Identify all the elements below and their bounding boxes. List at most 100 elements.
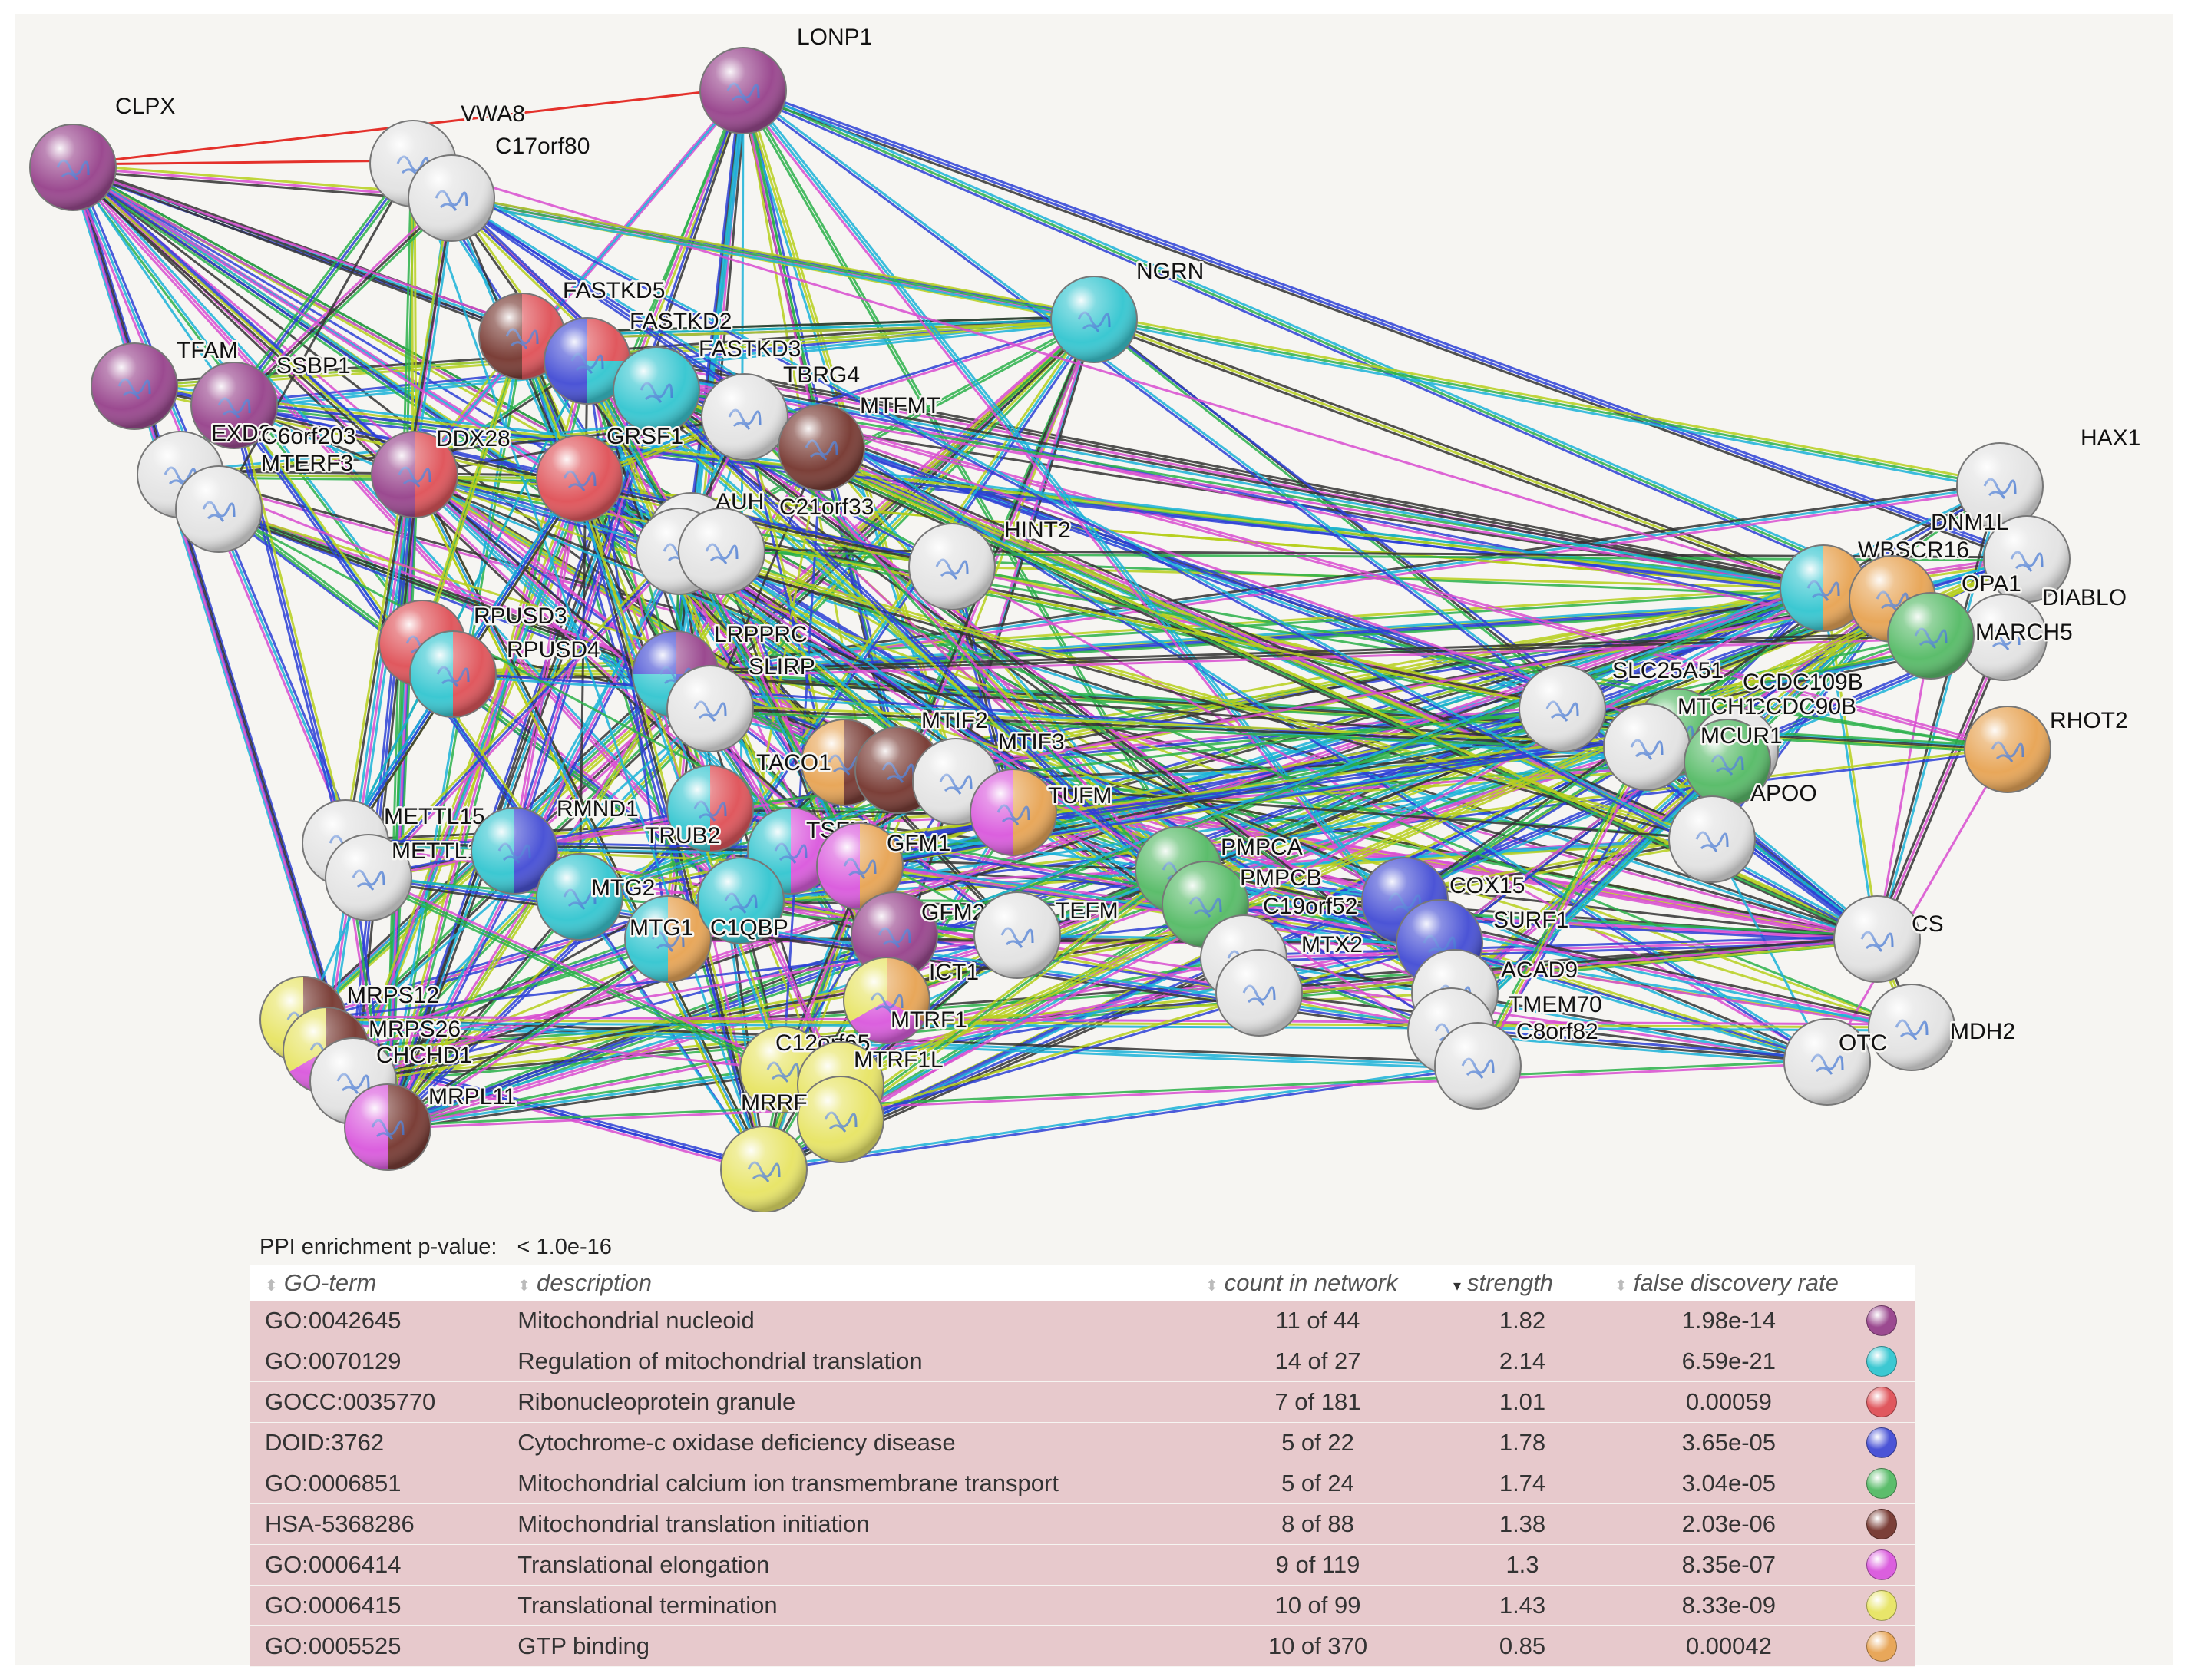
interaction-edge — [653, 391, 1454, 997]
interaction-edge — [1450, 1033, 1827, 1067]
protein-node-tefm[interactable]: TEFM — [973, 891, 1120, 979]
description-cell: Ribonucleoprotein granule — [502, 1381, 1190, 1423]
protein-label: MTG2 — [591, 875, 655, 901]
interaction-edge — [676, 599, 1893, 677]
interaction-edge — [575, 478, 762, 1171]
column-header-strength[interactable]: ▾strength — [1437, 1265, 1600, 1301]
fdr-cell: 8.33e-09 — [1599, 1585, 1851, 1626]
protein-node-mtrf1l[interactable]: MTRF1L — [797, 1046, 945, 1163]
protein-node-slirp[interactable]: SLIRP — [666, 653, 817, 752]
protein-node-dnm1l[interactable]: DNM1L — [1929, 508, 2071, 603]
interaction-edge — [385, 474, 415, 1127]
protein-node-ngrn[interactable]: NGRN — [1050, 257, 1206, 363]
protein-label: FASTKD5 — [563, 278, 665, 303]
protein-node-mtch1[interactable]: MTCH1 — [1603, 693, 1759, 791]
protein-node-rhot2[interactable]: RHOT2 — [1964, 706, 2130, 793]
protein-node-lonp1[interactable]: LONP1 — [699, 23, 874, 134]
protein-node-fastkd3[interactable]: FASTKD3 — [613, 335, 803, 434]
protein-node-cs[interactable]: CS — [1833, 895, 1945, 983]
protein-node-mtg2[interactable]: MTG2 — [536, 853, 657, 941]
protein-node-march5[interactable]: MARCH5 — [1887, 592, 2074, 680]
protein-node-gfm2[interactable]: GFM2 — [851, 891, 987, 979]
column-header-go-term[interactable]: ⬍GO-term — [250, 1265, 503, 1301]
interaction-edge — [709, 707, 1648, 749]
protein-node-mrpl11[interactable]: MRPL11 — [323, 1063, 518, 1192]
sort-icon[interactable]: ⬍ — [265, 1278, 278, 1295]
protein-label: ICT1 — [929, 960, 979, 985]
column-header-fdr[interactable]: ⬍false discovery rate — [1599, 1265, 1851, 1301]
protein-node-mtfmt[interactable]: MTFMT — [778, 392, 942, 491]
interaction-edge — [388, 336, 525, 1128]
sort-desc-icon[interactable]: ▾ — [1453, 1278, 1462, 1295]
column-header-color — [1850, 1265, 1915, 1301]
interaction-edge — [345, 198, 454, 844]
interaction-edge — [233, 197, 453, 407]
protein-node-tufm[interactable]: TUFM — [949, 748, 1114, 877]
color-ball-icon — [1866, 1305, 1897, 1336]
count-cell: 8 of 88 — [1189, 1503, 1438, 1545]
protein-node-mtg1[interactable]: MTG1 — [603, 875, 732, 1004]
protein-node-c21orf33[interactable]: C21orf33 — [678, 493, 876, 595]
protein-label: GRSF1 — [606, 424, 683, 449]
protein-node-mdh2[interactable]: MDH2 — [1868, 984, 2018, 1071]
column-header-count[interactable]: ⬍count in network — [1189, 1265, 1438, 1301]
protein-node-rpusd4[interactable]: RPUSD4 — [388, 610, 602, 739]
protein-node-trub2[interactable]: TRUB2 — [643, 744, 775, 873]
interaction-edge — [385, 805, 709, 1126]
protein-label: TMEM70 — [1509, 992, 1602, 1017]
protein-node-tfam[interactable]: TFAM — [91, 336, 240, 430]
protein-label: DIABLO — [2042, 585, 2127, 610]
interaction-edge — [1872, 635, 2002, 939]
protein-node-apoo[interactable]: APOO — [1668, 779, 1819, 883]
protein-node-mrrf[interactable]: MRRF — [720, 1089, 809, 1212]
sort-icon[interactable]: ⬍ — [1205, 1278, 1218, 1295]
protein-node-clpx[interactable]: CLPX — [29, 92, 177, 211]
protein-node-mettl15[interactable]: METTL15 — [302, 799, 487, 887]
protein-node-hint2[interactable]: HINT2 — [908, 516, 1073, 610]
protein-node-ict1[interactable]: ICT1 — [822, 936, 981, 1065]
protein-label: TACO1 — [756, 750, 831, 776]
protein-label: VWA8 — [461, 101, 525, 127]
protein-node-c17orf80[interactable]: C17orf80 — [408, 132, 592, 242]
interaction-edge — [134, 382, 1893, 597]
protein-node-hax1[interactable]: HAX1 — [1956, 424, 2143, 530]
protein-node-c6orf203[interactable]: C6orf203 — [175, 422, 358, 553]
sort-icon[interactable]: ⬍ — [1615, 1278, 1628, 1295]
protein-node-c1qbp[interactable]: C1QBP — [697, 857, 790, 944]
protein-label: MRRF — [741, 1090, 808, 1116]
protein-label: GFM1 — [887, 831, 950, 856]
protein-node-ddx28[interactable]: DDX28 — [435, 425, 623, 522]
protein-node-c8orf82[interactable]: C8orf82 — [1434, 1017, 1600, 1110]
protein-node-diablo[interactable]: DIABLO — [1960, 584, 2129, 681]
protein-label: C17orf80 — [495, 134, 590, 159]
sort-icon[interactable]: ⬍ — [517, 1278, 531, 1295]
protein-node-slc25a51[interactable]: SLC25A51 — [1519, 656, 1726, 752]
protein-label: GFM2 — [921, 900, 985, 925]
fdr-cell: 0.00042 — [1599, 1625, 1851, 1667]
protein-node-mtx2[interactable]: MTX2 — [1215, 931, 1365, 1037]
fdr-cell: 1.98e-14 — [1599, 1301, 1851, 1341]
interaction-edge — [839, 585, 1823, 1119]
protein-node-ssbp1[interactable]: SSBP1 — [190, 352, 352, 449]
protein-node-mcur1[interactable]: MCUR1 — [1684, 719, 1784, 806]
column-header-description[interactable]: ⬍description — [502, 1265, 1190, 1301]
protein-label: TRUB2 — [645, 823, 720, 848]
protein-label: FASTKD2 — [630, 309, 732, 334]
protein-node-rmnd1[interactable]: RMND1 — [450, 786, 640, 915]
protein-node-mterf3[interactable]: MTERF3 — [259, 410, 479, 539]
protein-node-tbrg4[interactable]: TBRG4 — [701, 361, 862, 461]
interaction-edge — [955, 780, 1713, 841]
protein-node-otc[interactable]: OTC — [1783, 1018, 1889, 1106]
color-swatch-cell — [1850, 1301, 1915, 1341]
protein-label: LONP1 — [797, 25, 872, 50]
